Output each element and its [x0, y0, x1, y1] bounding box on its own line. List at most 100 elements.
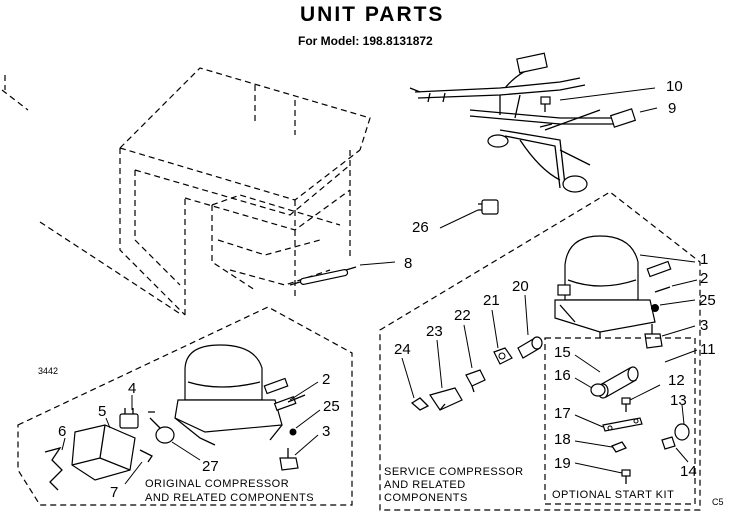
- leader-line-3-original: [294, 434, 319, 456]
- leader-line-26: [439, 209, 479, 229]
- screw-part-10: [539, 96, 553, 128]
- relay-part-13: [674, 423, 690, 441]
- service-group-caption-line3: COMPONENTS: [384, 492, 468, 504]
- leader-line-22: [463, 324, 473, 369]
- leader-line-25-original: [295, 409, 321, 429]
- leader-line-13: [681, 404, 685, 425]
- leader-line-19: [574, 462, 623, 474]
- callout-11: 11: [700, 341, 716, 358]
- callout-15: 15: [554, 344, 571, 361]
- service-group-caption-line1: SERVICE COMPRESSOR: [384, 466, 524, 478]
- overload-part-27: [148, 411, 175, 444]
- leader-line-17: [574, 414, 604, 428]
- callout-14: 14: [680, 463, 697, 480]
- callout-21: 21: [483, 292, 500, 309]
- service-components-boundary: [379, 191, 701, 511]
- clip-part-2-service: [654, 286, 671, 293]
- callout-12: 12: [668, 372, 685, 389]
- callout-19: 19: [554, 455, 571, 472]
- callout-24: 24: [394, 341, 411, 358]
- leader-line-23: [436, 339, 443, 389]
- leader-line-24: [401, 357, 415, 399]
- callout-7: 7: [110, 484, 118, 501]
- leader-line-8: [359, 261, 396, 266]
- leader-line-14: [675, 447, 689, 463]
- callout-3-original: 3: [322, 423, 330, 440]
- clip-part-24: [410, 397, 430, 411]
- service-group-caption-line2: AND RELATED: [384, 479, 466, 491]
- bracket-part-21: [493, 347, 513, 365]
- original-compressor-part: [174, 344, 297, 446]
- callout-20: 20: [512, 278, 529, 295]
- boot-part-16: [590, 383, 606, 397]
- leader-line-20: [524, 294, 529, 336]
- callout-4: 4: [128, 380, 136, 397]
- model-number: For Model: 198.8131872: [298, 34, 433, 48]
- screw-part-12: [621, 397, 631, 412]
- grommet-part-25-original: [289, 428, 297, 436]
- service-compressor-part: [554, 235, 672, 338]
- relay-part-23: [429, 387, 463, 411]
- clip-part-14: [661, 436, 676, 450]
- nut-part-18: [611, 441, 627, 453]
- leader-line-2-service: [671, 279, 698, 287]
- clip-part-26: [478, 199, 499, 215]
- capacitor-part-20: [517, 336, 543, 359]
- leader-line-18: [574, 440, 613, 448]
- callout-5: 5: [98, 403, 106, 420]
- original-components-boundary: [17, 306, 353, 506]
- bracket-part-17: [602, 417, 643, 432]
- leader-line-7: [124, 461, 143, 485]
- leader-line-6: [61, 437, 66, 451]
- screw-part-19: [621, 469, 631, 484]
- callout-22: 22: [454, 307, 471, 324]
- callout-10: 10: [666, 78, 683, 95]
- callout-25-original: 25: [323, 398, 340, 415]
- callout-2-service: 2: [700, 270, 708, 287]
- callout-17: 17: [554, 405, 571, 422]
- original-group-caption-line2: AND RELATED COMPONENTS: [145, 492, 314, 504]
- corner-mark: C5: [712, 497, 724, 507]
- callout-13: 13: [670, 392, 687, 409]
- leader-line-16: [574, 377, 593, 389]
- callout-3-service: 3: [700, 317, 708, 334]
- callout-8: 8: [404, 255, 412, 272]
- callout-18: 18: [554, 431, 571, 448]
- relay-part-5: [71, 424, 136, 481]
- diagram-id: 3442: [38, 366, 58, 376]
- callout-27: 27: [202, 458, 219, 475]
- leader-line-25-service: [659, 299, 696, 306]
- drier-part-8: [289, 266, 357, 286]
- leader-line-27: [171, 441, 201, 461]
- start-kit-caption: OPTIONAL START KIT: [552, 489, 674, 501]
- leader-line-15: [574, 354, 601, 373]
- leader-line-3-service: [661, 325, 696, 337]
- leader-line-2-original: [289, 381, 319, 401]
- callout-2-original: 2: [322, 371, 330, 388]
- leader-line-9: [639, 107, 658, 113]
- wiring-harness-part: [409, 52, 637, 193]
- foot-part-3-original: [279, 448, 299, 471]
- leader-line-10: [559, 87, 656, 101]
- relay-part-22: [465, 369, 486, 393]
- grommet-part-25-service: [651, 304, 659, 312]
- leader-line-11: [664, 349, 698, 363]
- original-group-caption-line1: ORIGINAL COMPRESSOR: [145, 478, 289, 490]
- callout-25-service: 25: [699, 292, 716, 309]
- callout-23: 23: [426, 323, 443, 340]
- relay-part-4: [119, 408, 139, 429]
- leader-line-5: [105, 417, 111, 429]
- cabinet-compartment-illustration: [1, 67, 371, 316]
- leader-line-1: [639, 254, 696, 263]
- foot-part-3-service: [644, 324, 663, 349]
- clip-part-7: [139, 449, 153, 463]
- page-title: UNIT PARTS: [300, 3, 444, 26]
- leader-line-21: [491, 309, 499, 349]
- clip-part-2-original: [287, 394, 306, 403]
- callout-1: 1: [700, 251, 708, 268]
- callout-16: 16: [554, 367, 571, 384]
- callout-9: 9: [668, 100, 676, 117]
- cover-part-6: [44, 446, 63, 491]
- leader-line-12: [629, 384, 661, 401]
